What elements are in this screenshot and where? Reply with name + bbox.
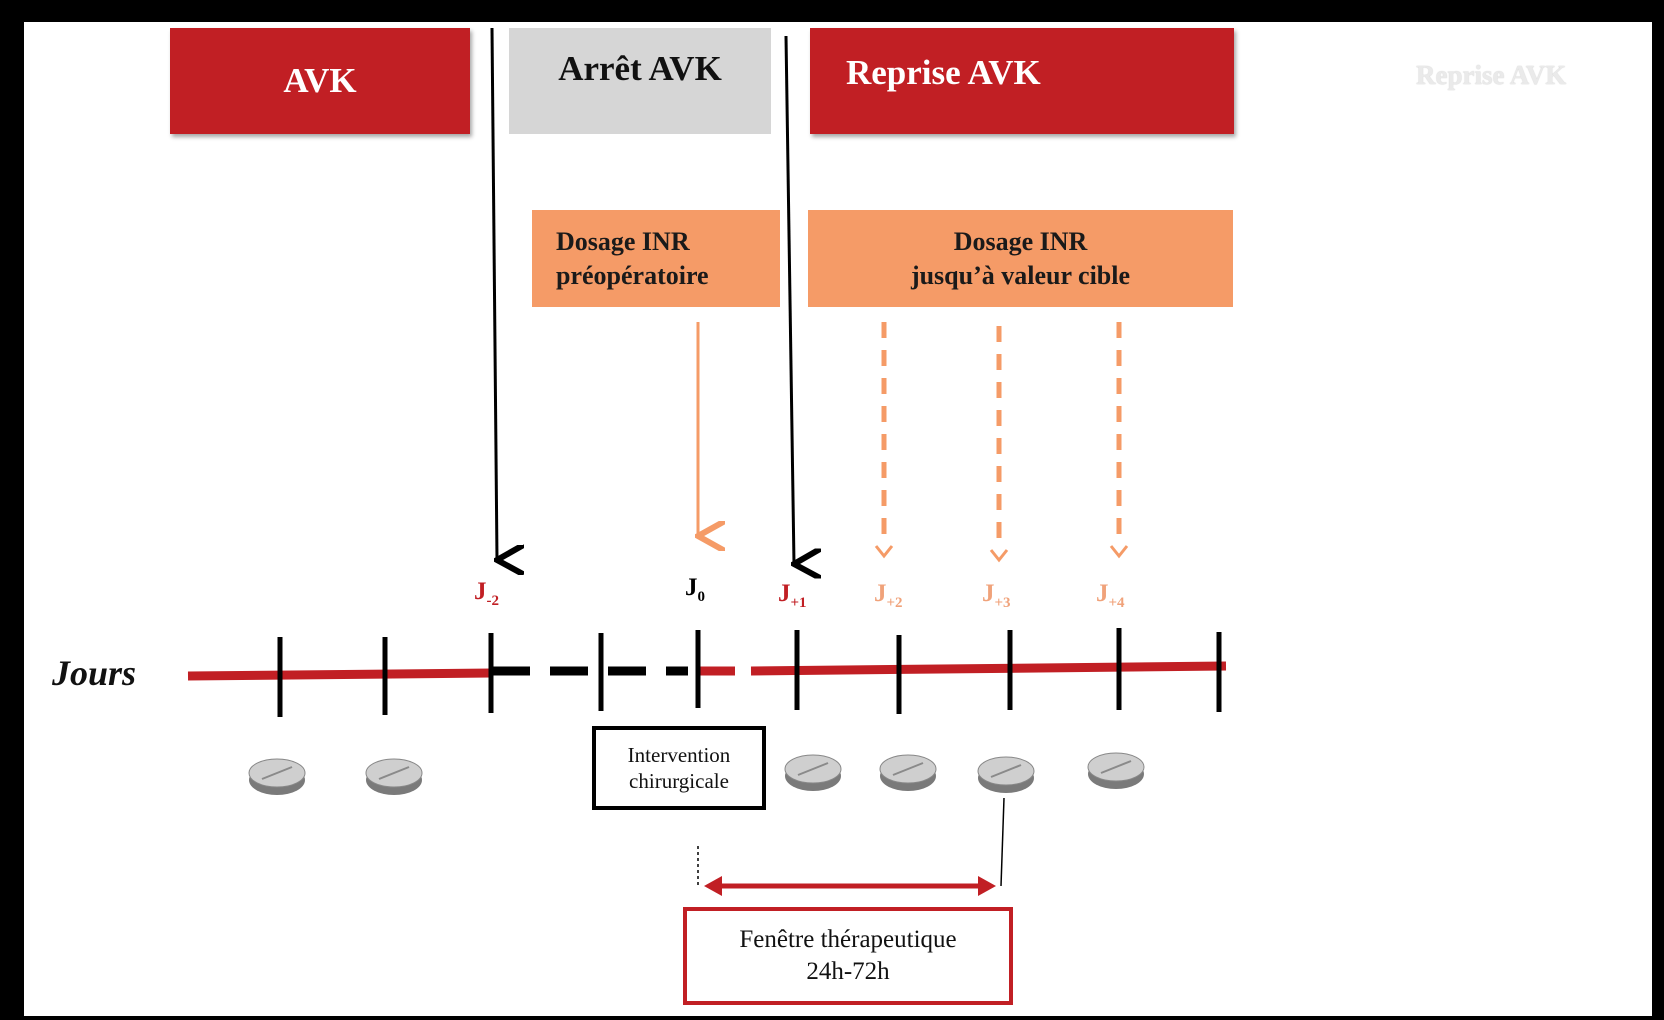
- pill-icon-3: [784, 754, 842, 791]
- dosage-preop-line2: préopératoire: [556, 260, 709, 290]
- dosage-post-line2: jusqu’à valeur cible: [910, 260, 1131, 290]
- timeline-red-right: [750, 661, 1227, 676]
- phase-reprise-avk: Reprise AVK: [810, 28, 1234, 134]
- intervention-box: Intervention chirurgicale: [592, 726, 766, 810]
- day-label-jp3: J+3: [982, 580, 1011, 611]
- pill-icon-1: [248, 758, 306, 795]
- fenetre-line2: 24h-72h: [806, 958, 890, 985]
- dosage-post-line1: Dosage INR: [953, 226, 1088, 256]
- phase-arret-avk: Arrêt AVK: [509, 28, 771, 134]
- dosage-post-box: Dosage INR jusqu’à valeur cible: [808, 210, 1233, 307]
- pill-icon-4: [879, 754, 937, 791]
- pill-icon-2: [365, 758, 423, 795]
- fenetre-box: Fenêtre thérapeutique 24h-72h: [683, 907, 1013, 1005]
- faint-reprise-label: Reprise AVK: [1416, 60, 1567, 90]
- phase-arret-label: Arrêt AVK: [558, 49, 722, 88]
- day-label-jp4: J+4: [1096, 580, 1125, 611]
- day-label-jp2: J+2: [874, 580, 903, 611]
- intervention-line1: Intervention: [627, 743, 731, 767]
- window-guide-right: [1000, 797, 1005, 887]
- day-label-jm2: J-2: [474, 578, 499, 609]
- pill-icon-6: [1087, 752, 1145, 789]
- phase-avk-label: AVK: [283, 61, 357, 100]
- dosage-preop-box: Dosage INR préopératoire: [532, 210, 780, 307]
- intervention-line2: chirurgicale: [629, 769, 729, 793]
- phase-avk: AVK: [170, 28, 470, 134]
- diagram-canvas: [24, 22, 1652, 1016]
- dosage-preop-line1: Dosage INR: [556, 226, 690, 256]
- fenetre-line1: Fenêtre thérapeutique: [739, 926, 957, 953]
- timeline-red-left: [187, 668, 493, 681]
- pill-icon-5: [977, 756, 1035, 793]
- arrow-reprise: [784, 35, 794, 564]
- axis-label-jours: Jours: [52, 653, 137, 693]
- timeline-ticks: [277, 628, 1222, 717]
- day-label-jp1: J+1: [778, 580, 807, 611]
- phase-reprise-label: Reprise AVK: [846, 53, 1041, 92]
- arrow-arret: [490, 27, 497, 560]
- day-label-j0: J0: [685, 574, 705, 605]
